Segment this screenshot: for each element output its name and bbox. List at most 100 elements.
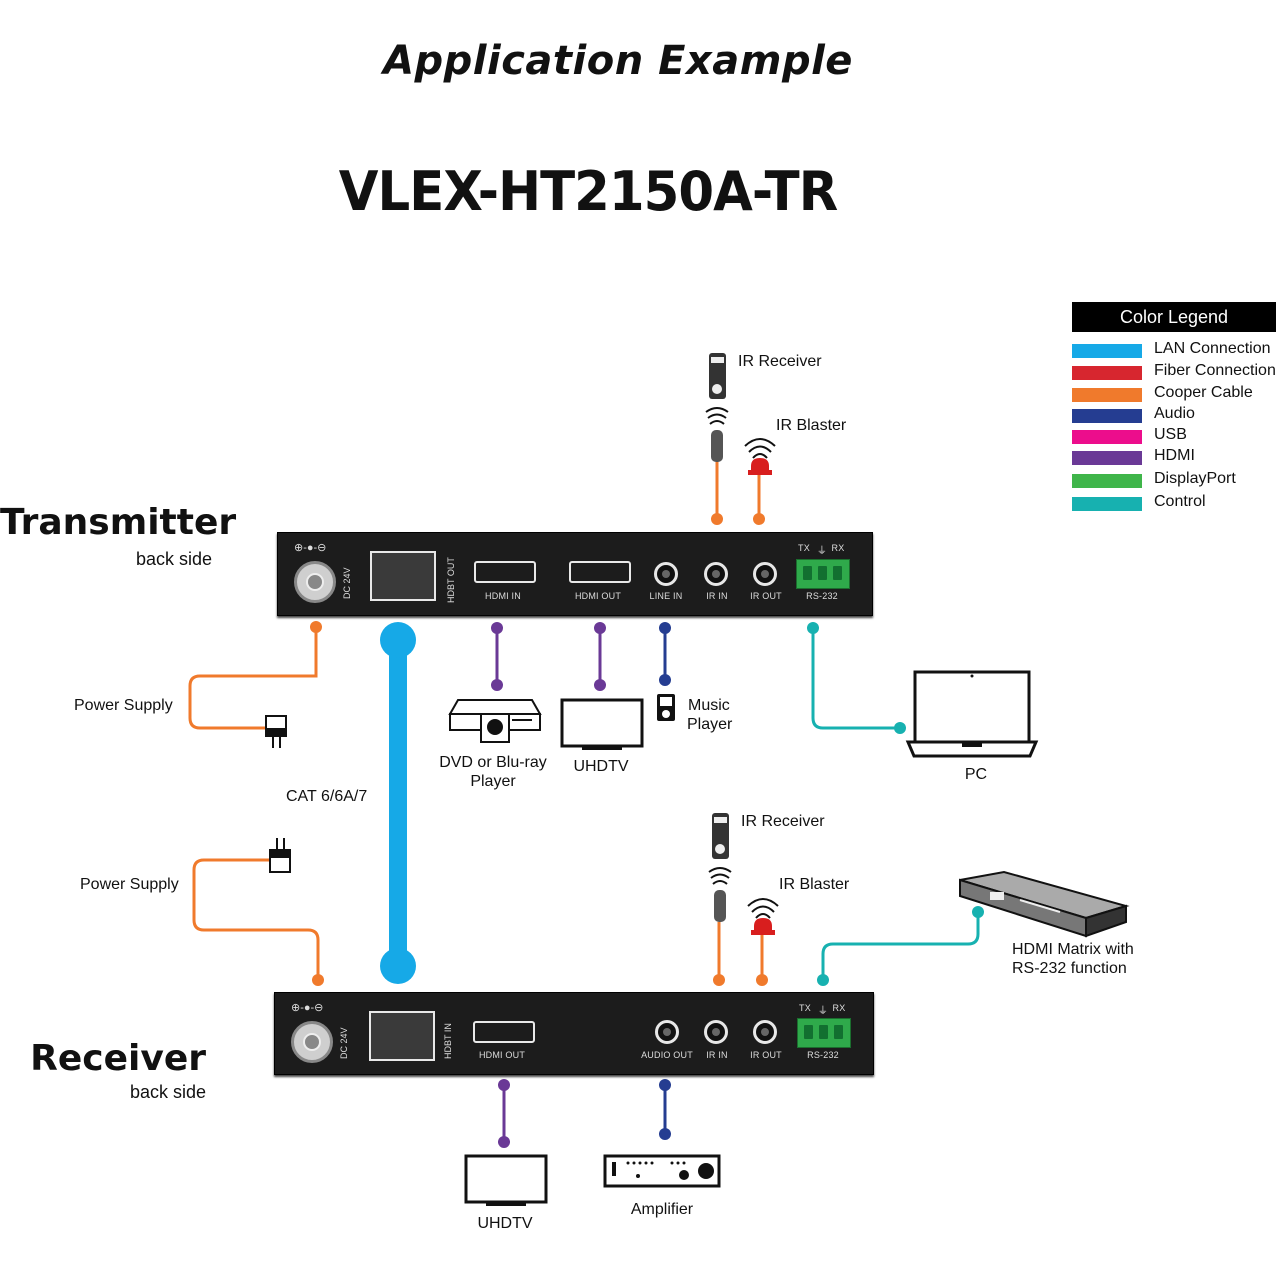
rx-control-wire xyxy=(821,912,980,980)
legend-label: Fiber Connection xyxy=(1154,362,1276,379)
amplifier-icon xyxy=(603,1154,721,1188)
tx-rs232-label: RS-232 xyxy=(806,591,838,601)
tx-ir-in-node xyxy=(711,513,723,525)
tx-power-node xyxy=(310,621,322,633)
rx-power-supply-label: Power Supply xyxy=(80,876,179,893)
rx-power-adapter-icon xyxy=(269,838,291,873)
matrix-label-line1: HDMI Matrix with xyxy=(1012,941,1134,958)
legend-item: HDMI xyxy=(1072,447,1280,467)
tx-rs232-rx-label: RX xyxy=(831,543,845,553)
legend-item: LAN Connection xyxy=(1072,340,1280,360)
legend-label: USB xyxy=(1154,426,1187,443)
amplifier-label: Amplifier xyxy=(630,1201,694,1218)
ir-blaster-icon xyxy=(744,438,776,475)
rx-dc-power-port xyxy=(291,1021,333,1063)
tx-uhdtv-icon xyxy=(560,698,644,750)
tx-ir-in-label: IR IN xyxy=(706,591,728,601)
legend-item: Audio xyxy=(1072,405,1280,425)
tx-dc-power-port xyxy=(294,561,336,603)
rx-audio-out-port xyxy=(655,1020,679,1044)
lan-cable-bottom-end xyxy=(380,948,416,984)
dvd-label-line2: Player xyxy=(470,773,516,790)
page-title: Application Example xyxy=(383,38,853,84)
cable-label: CAT 6/6A/7 xyxy=(286,788,368,805)
model-name: VLEX-HT2150A-TR xyxy=(338,160,838,223)
tx-power-wire xyxy=(188,627,318,730)
rx-hdbt-label: HDBT IN xyxy=(443,1023,453,1059)
rx-ir-receiver-label: IR Receiver xyxy=(741,813,825,830)
lan-cable-top-end xyxy=(380,622,416,658)
rx-ir-blaster-label: IR Blaster xyxy=(779,876,850,893)
tx-ir-out-node xyxy=(753,513,765,525)
receiver-subtitle: back side xyxy=(129,1082,206,1102)
rx-rs232-tx-label: TX xyxy=(799,1003,811,1013)
legend-item: Control xyxy=(1072,493,1280,513)
tx-hdmi-in-label: HDMI IN xyxy=(485,591,521,601)
legend-item: Fiber Connection xyxy=(1072,362,1280,382)
legend-label: LAN Connection xyxy=(1154,340,1271,357)
dc-polarity-icon: ⊕-●-⊖ xyxy=(294,542,327,554)
hdmi-matrix-icon xyxy=(959,870,1130,938)
receiver-device: ⊕-●-⊖ DC 24V HDBT IN HDMI OUT AUDIO OUT … xyxy=(274,992,874,1075)
rx-uhdtv-icon xyxy=(464,1154,548,1206)
tx-ir-receiver-label: IR Receiver xyxy=(738,353,822,370)
rx-ir-blaster-icon xyxy=(747,898,779,935)
legend-label: DisplayPort xyxy=(1154,470,1236,487)
rx-ir-out-label: IR OUT xyxy=(750,1050,782,1060)
pc-label: PC xyxy=(964,766,988,783)
transmitter-title: Transmitter xyxy=(0,502,237,543)
tx-line-in-label: LINE IN xyxy=(649,591,683,601)
tx-power-supply-label: Power Supply xyxy=(74,697,173,714)
rx-ground-icon: ⏚ xyxy=(817,1006,829,1017)
tx-rs232-tx-label: TX xyxy=(798,543,810,553)
legend-item: DisplayPort xyxy=(1072,470,1280,490)
legend-label: HDMI xyxy=(1154,447,1195,464)
tx-ir-out-port xyxy=(753,562,777,586)
tx-hdmi-out-port xyxy=(569,561,631,583)
legend-swatch xyxy=(1072,366,1142,380)
transmitter-subtitle: back side xyxy=(135,549,212,569)
legend-swatch xyxy=(1072,474,1142,488)
tx-ir-blaster-label: IR Blaster xyxy=(776,417,847,434)
rx-ir-in-label: IR IN xyxy=(706,1050,728,1060)
legend-item: USB xyxy=(1072,426,1280,446)
dvd-label-line1: DVD or Blu-ray xyxy=(439,754,547,771)
legend-swatch xyxy=(1072,451,1142,465)
legend-label: Audio xyxy=(1154,405,1195,422)
dvd-player-icon xyxy=(448,699,542,743)
rx-power-node xyxy=(312,974,324,986)
legend-item: Cooper Cable xyxy=(1072,384,1280,404)
rx-hdmi-out-port xyxy=(473,1021,535,1043)
tx-hdmi-out-label: HDMI OUT xyxy=(574,591,622,601)
ground-icon: ⏚ xyxy=(816,546,828,557)
tx-dc-label: DC 24V xyxy=(342,567,352,599)
rx-rs232-port xyxy=(797,1018,851,1048)
pc-laptop-icon xyxy=(905,670,1039,758)
music-player-icon xyxy=(657,694,675,721)
music-player-label-line2: Player xyxy=(687,716,733,733)
tx-line-in-port xyxy=(654,562,678,586)
legend-label: Control xyxy=(1154,493,1206,510)
rx-ir-receiver-remote-icon xyxy=(708,813,732,922)
tx-control-wire xyxy=(811,628,900,730)
legend-label: Cooper Cable xyxy=(1154,384,1253,401)
rx-rs232-rx-label: RX xyxy=(832,1003,846,1013)
rx-power-wire xyxy=(192,858,320,980)
tx-hdmi-in-port xyxy=(474,561,536,583)
legend-swatch xyxy=(1072,388,1142,402)
tx-hdbt-label: HDBT OUT xyxy=(446,557,456,603)
receiver-title: Receiver xyxy=(30,1038,206,1079)
legend-swatch xyxy=(1072,344,1142,358)
rx-audio-out-label: AUDIO OUT xyxy=(641,1050,693,1060)
tx-power-adapter-icon xyxy=(265,715,287,748)
color-legend-title: Color Legend xyxy=(1072,302,1276,332)
legend-swatch xyxy=(1072,430,1142,444)
rx-rs232-label: RS-232 xyxy=(807,1050,839,1060)
tx-hdbt-port xyxy=(370,551,436,601)
matrix-label-line2: RS-232 function xyxy=(1012,960,1127,977)
tx-uhdtv-label: UHDTV xyxy=(573,758,629,775)
music-player-label-line1: Music xyxy=(688,697,730,714)
rx-hdbt-port xyxy=(369,1011,435,1061)
rx-dc-label: DC 24V xyxy=(339,1027,349,1059)
